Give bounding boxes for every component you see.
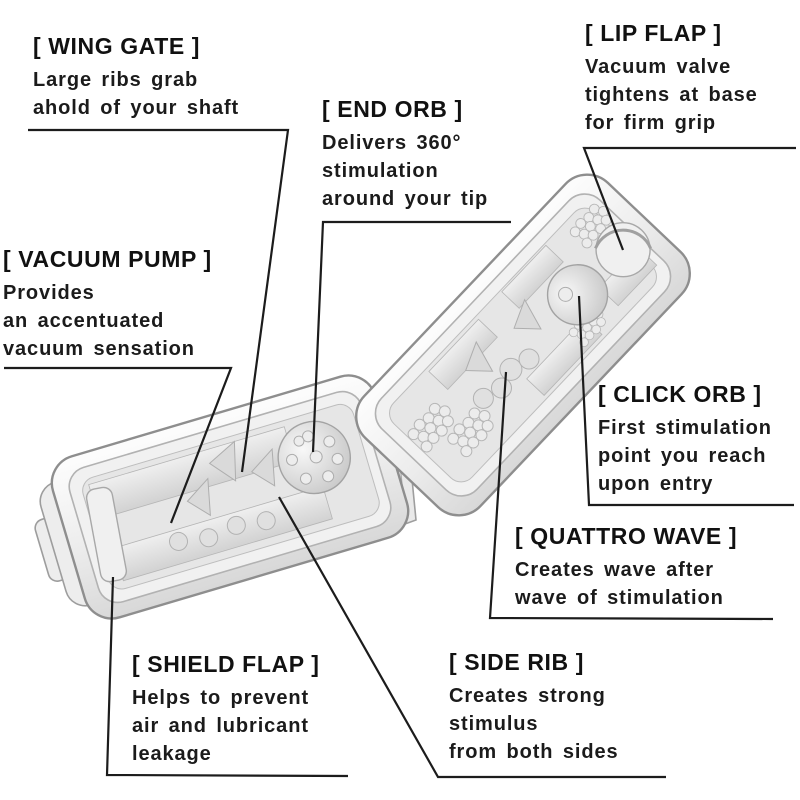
leader-quattro-wave <box>488 371 774 621</box>
callout-click-orb-title: [ CLICK ORB ] <box>598 381 762 407</box>
callout-side-rib-line-3: from both sides <box>449 741 619 763</box>
callout-click-orb-line-1: First stimulation <box>598 417 772 439</box>
callout-shield-flap-line-2: air and lubricant <box>132 715 309 737</box>
leader-shield-flap <box>105 576 349 778</box>
callout-lip-flap-title: [ LIP FLAP ] <box>585 20 722 46</box>
leader-click-orb <box>577 295 794 507</box>
callout-shield-flap-title: [ SHIELD FLAP ] <box>132 651 320 677</box>
click-orb-shape <box>546 264 609 326</box>
callout-end-orb: [ END ORB ] Delivers 360° stimulation ar… <box>322 95 488 213</box>
callout-wing-gate-line-2: ahold of your shaft <box>33 97 240 119</box>
shield-flap-shape <box>85 486 128 583</box>
callout-quattro-wave-line-1: Creates wave after <box>515 559 714 581</box>
callout-vacuum-pump-line-2: an accentuated <box>3 310 165 332</box>
callout-vacuum-pump-line-1: Provides <box>3 282 95 304</box>
callout-quattro-wave-title: [ QUATTRO WAVE ] <box>515 523 738 549</box>
callout-wing-gate-title: [ WING GATE ] <box>33 33 201 59</box>
device-left-half <box>34 374 410 620</box>
callout-lip-flap-line-2: tightens at base <box>585 84 758 106</box>
callout-lip-flap: [ LIP FLAP ] Vacuum valve tightens at ba… <box>585 19 758 137</box>
callout-shield-flap-line-3: leakage <box>132 743 212 765</box>
callout-side-rib-title: [ SIDE RIB ] <box>449 649 584 675</box>
leader-end-orb <box>311 220 511 453</box>
callout-vacuum-pump-title: [ VACUUM PUMP ] <box>3 246 212 272</box>
leader-wing-gate <box>28 128 290 473</box>
internal-flaps <box>169 440 276 551</box>
callout-quattro-wave-line-2: wave of stimulation <box>515 587 724 609</box>
callout-shield-flap-line-1: Helps to prevent <box>132 687 310 709</box>
callout-side-rib-line-2: stimulus <box>449 713 539 735</box>
callout-click-orb-line-2: point you reach <box>598 445 767 467</box>
callout-side-rib-line-1: Creates strong <box>449 685 606 707</box>
callout-lip-flap-line-3: for firm grip <box>585 112 717 134</box>
quattro-wave-bumps <box>464 298 542 409</box>
callout-quattro-wave: [ QUATTRO WAVE ] Creates wave after wave… <box>515 522 737 612</box>
callout-click-orb-line-3: upon entry <box>598 473 714 495</box>
callout-end-orb-line-2: stimulation <box>322 160 439 182</box>
callout-end-orb-line-1: Delivers 360° <box>322 132 462 154</box>
callout-lip-flap-line-1: Vacuum valve <box>585 56 732 78</box>
leader-side-rib <box>278 496 666 779</box>
callout-wing-gate-line-1: Large ribs grab <box>33 69 199 91</box>
callout-shield-flap: [ SHIELD FLAP ] Helps to prevent air and… <box>132 650 319 768</box>
leader-lip-flap <box>582 146 796 251</box>
callout-end-orb-line-3: around your tip <box>322 188 489 210</box>
callout-wing-gate: [ WING GATE ] Large ribs grab ahold of y… <box>33 32 239 122</box>
leader-vacuum-pump <box>4 366 233 524</box>
end-orb-shape <box>277 420 351 495</box>
callout-click-orb: [ CLICK ORB ] First stimulation point yo… <box>598 380 772 498</box>
callout-side-rib: [ SIDE RIB ] Creates strong stimulus fro… <box>449 648 619 766</box>
callout-vacuum-pump-line-3: vacuum sensation <box>3 338 195 360</box>
callout-end-orb-title: [ END ORB ] <box>322 96 463 122</box>
device-right-half <box>355 173 691 517</box>
callout-vacuum-pump: [ VACUUM PUMP ] Provides an accentuated … <box>3 245 212 363</box>
